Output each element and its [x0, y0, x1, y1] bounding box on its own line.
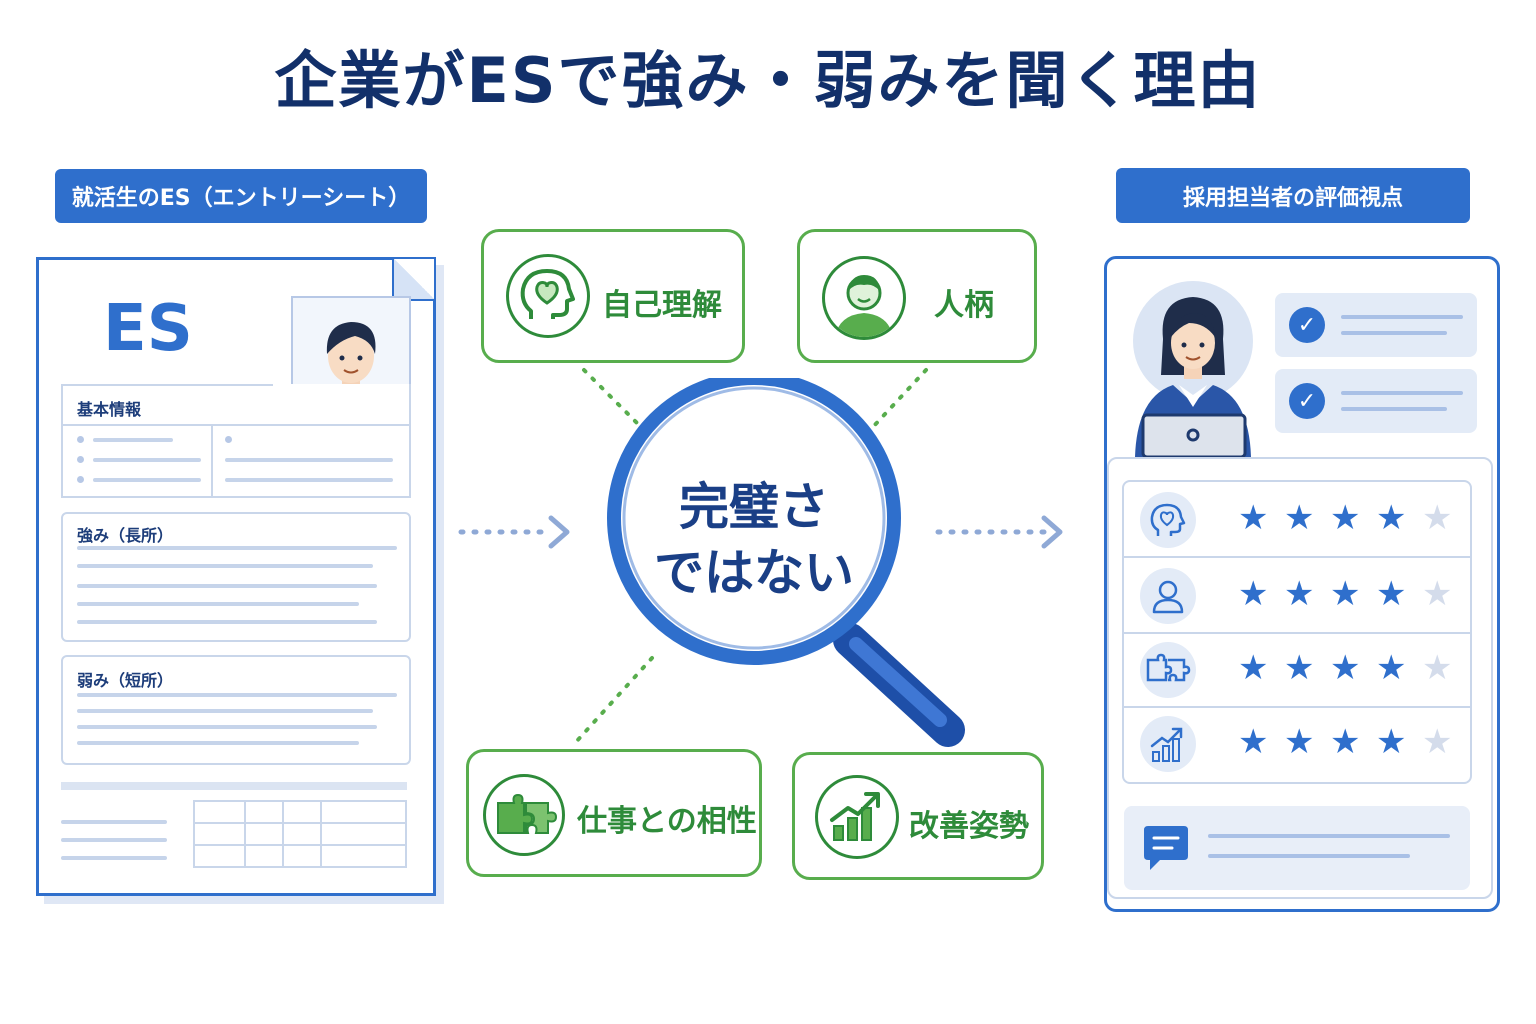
es-label: ES — [103, 292, 193, 366]
rating-row-improvement: ★ ★ ★ ★ ★ — [1124, 706, 1470, 780]
growth-chart-icon — [815, 775, 899, 859]
basic-info-label: 基本情報 — [77, 400, 142, 419]
person-icon — [1140, 568, 1196, 624]
star-filled: ★ — [1238, 722, 1269, 762]
star-empty: ★ — [1422, 722, 1453, 762]
star-filled: ★ — [1238, 648, 1269, 688]
star-filled: ★ — [1238, 574, 1269, 614]
rating-list: ★ ★ ★ ★ ★ ★ ★ ★ ★ ★ ★ ★ ★ ★ ★ — [1122, 480, 1472, 784]
strengths-section: 強み（長所） — [61, 512, 411, 642]
star-filled: ★ — [1284, 498, 1315, 538]
strengths-label: 強み（長所） — [77, 526, 174, 545]
star-filled: ★ — [1376, 648, 1407, 688]
connector-lines — [574, 368, 928, 744]
comment-box — [1124, 806, 1470, 890]
rating-row-personality: ★ ★ ★ ★ ★ — [1124, 558, 1470, 634]
card-personality: 人柄 — [797, 229, 1037, 363]
card-personality-label: 人柄 — [934, 288, 994, 323]
check-item-2: ✓ — [1275, 369, 1477, 433]
weaknesses-section: 弱み（短所） — [61, 655, 411, 765]
card-self-understanding: 自己理解 — [481, 229, 745, 363]
check-icon: ✓ — [1289, 307, 1325, 343]
star-filled: ★ — [1330, 574, 1361, 614]
right-dotted-arrow — [935, 515, 1063, 549]
card-improvement-label: 改善姿勢 — [909, 809, 1029, 844]
card-improvement: 改善姿勢 — [792, 752, 1044, 880]
card-job-fit: 仕事との相性 — [466, 749, 762, 877]
left-dotted-arrow — [458, 515, 570, 549]
card-job-fit-label: 仕事との相性 — [577, 804, 757, 839]
puzzle-icon — [1140, 642, 1196, 698]
center-text-line2: ではない — [654, 544, 854, 602]
puzzle-icon — [483, 774, 565, 856]
check-item-1: ✓ — [1275, 293, 1477, 357]
head-heart-icon — [506, 254, 590, 338]
rating-row-self-understanding: ★ ★ ★ ★ ★ — [1124, 482, 1470, 558]
star-filled: ★ — [1330, 498, 1361, 538]
recruiter-avatar — [1133, 281, 1253, 457]
card-self-understanding-label: 自己理解 — [602, 288, 722, 323]
star-filled: ★ — [1284, 574, 1315, 614]
check-icon: ✓ — [1289, 383, 1325, 419]
right-header: 採用担当者の評価視点 — [1116, 168, 1470, 223]
star-filled: ★ — [1376, 498, 1407, 538]
chat-bubble-icon — [1144, 826, 1188, 870]
es-document: ES 基本情報 強み（長所） — [36, 257, 436, 896]
star-filled: ★ — [1376, 722, 1407, 762]
star-filled: ★ — [1284, 722, 1315, 762]
star-filled: ★ — [1330, 648, 1361, 688]
basic-info-section: 基本情報 — [61, 384, 411, 498]
center-text-line1: 完璧さ — [679, 478, 829, 536]
star-empty: ★ — [1422, 648, 1453, 688]
star-empty: ★ — [1422, 574, 1453, 614]
growth-chart-icon — [1140, 716, 1196, 772]
table-header-bar — [61, 782, 407, 790]
page-fold — [392, 259, 434, 301]
star-filled: ★ — [1238, 498, 1269, 538]
rating-row-job-fit: ★ ★ ★ ★ ★ — [1124, 632, 1470, 708]
form-table — [193, 800, 407, 868]
head-heart-icon — [1140, 492, 1196, 548]
star-filled: ★ — [1284, 648, 1315, 688]
star-filled: ★ — [1330, 722, 1361, 762]
page-title: 企業がESで強み・弱みを聞く理由 — [274, 44, 1262, 117]
left-header: 就活生のES（エントリーシート） — [55, 169, 427, 223]
star-empty: ★ — [1422, 498, 1453, 538]
magnifying-glass-icon — [607, 378, 965, 747]
person-icon — [822, 256, 906, 340]
star-filled: ★ — [1376, 574, 1407, 614]
weaknesses-label: 弱み（短所） — [77, 671, 174, 690]
